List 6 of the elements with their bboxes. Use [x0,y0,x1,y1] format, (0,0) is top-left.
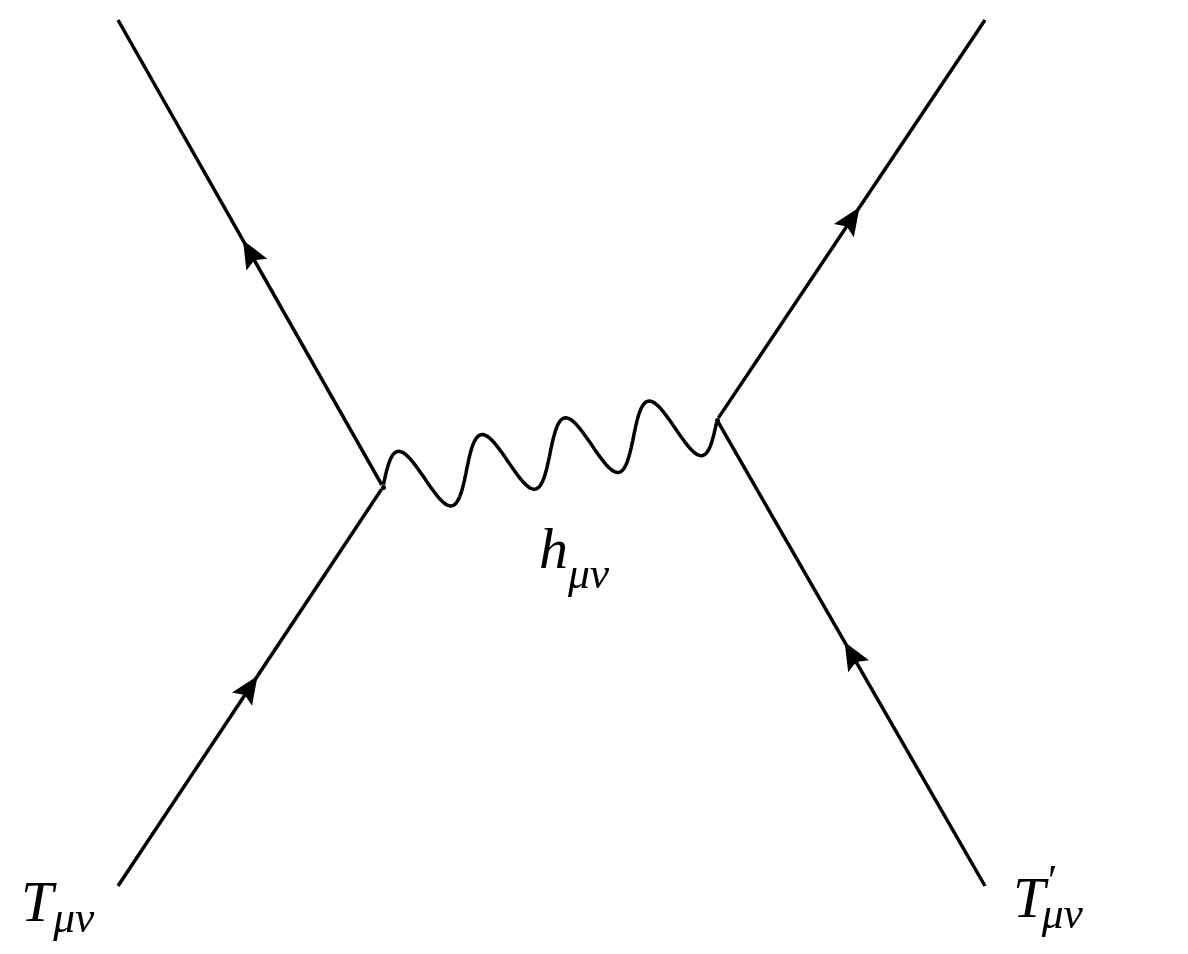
arrow-line [716,19,987,419]
math-symbol: T$_{μν}$ [16,873,118,945]
arrow-line [116,488,384,887]
arrow-line [116,19,384,486]
arrow-line [716,421,987,887]
wavy-line [381,399,719,508]
